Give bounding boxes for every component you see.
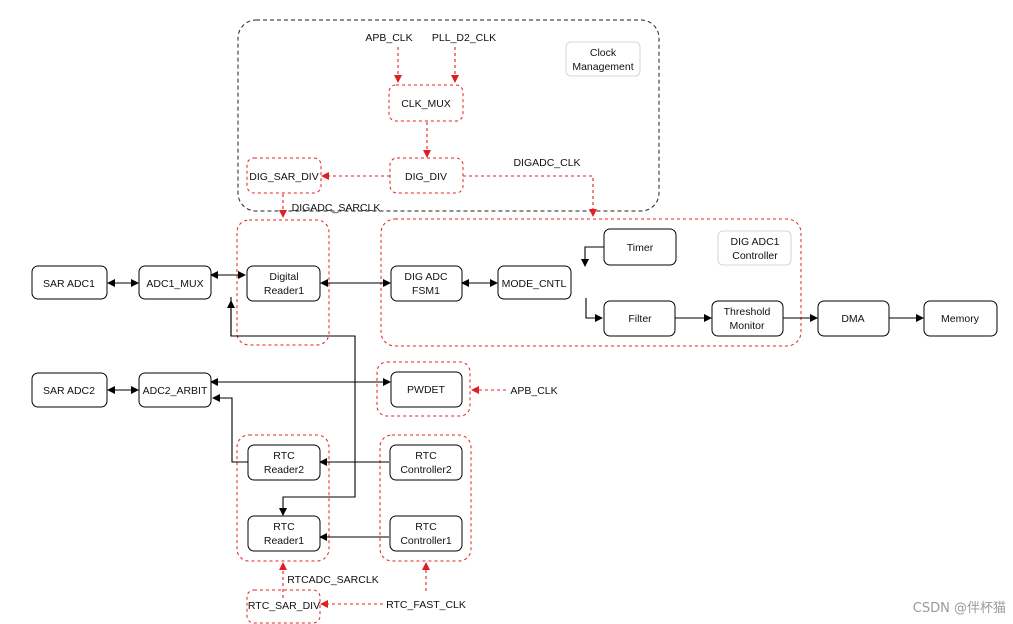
svg-text:Filter: Filter [628, 313, 652, 325]
dig-adc-fsm1-block[interactable]: DIG ADC FSM1 [390, 265, 463, 302]
svg-text:CLK_MUX: CLK_MUX [401, 98, 451, 110]
svg-text:FSM1: FSM1 [412, 285, 440, 297]
rtc-reader1-block[interactable]: RTC Reader1 [247, 515, 321, 552]
pll-d2-clk-label: PLL_D2_CLK [432, 32, 496, 44]
svg-text:Clock: Clock [590, 47, 617, 59]
sar-adc1-block[interactable]: SAR ADC1 [31, 265, 108, 300]
sar-adc2-block[interactable]: SAR ADC2 [31, 372, 108, 408]
svg-text:Reader2: Reader2 [264, 464, 304, 476]
svg-text:PWDET: PWDET [407, 384, 446, 396]
svg-text:Memory: Memory [941, 313, 980, 325]
svg-text:Monitor: Monitor [729, 320, 765, 332]
svg-text:Timer: Timer [627, 242, 654, 254]
rtc-fast-clk-label: RTC_FAST_CLK [386, 599, 466, 611]
svg-text:Management: Management [572, 61, 633, 73]
pwdet-group [376, 361, 471, 417]
svg-text:SAR ADC1: SAR ADC1 [43, 278, 95, 290]
adc2-arbit-block[interactable]: ADC2_ARBIT [138, 372, 212, 408]
svg-text:RTC_SAR_DIV: RTC_SAR_DIV [248, 600, 320, 612]
apb-clk-label: APB_CLK [365, 32, 412, 44]
dig-div-block[interactable]: DIG_DIV [389, 157, 464, 194]
svg-text:DIG_SAR_DIV: DIG_SAR_DIV [249, 171, 318, 183]
watermark: CSDN @伴杯猫 [913, 601, 1006, 616]
svg-text:RTC: RTC [415, 521, 437, 533]
rtc-sar-div-block[interactable]: RTC_SAR_DIV [246, 589, 321, 624]
data-wires [107, 246, 924, 541]
svg-text:DIG_DIV: DIG_DIV [405, 171, 447, 183]
rtc-controller-group [379, 434, 472, 562]
rtcadc-sarclk-label: RTCADC_SARCLK [287, 574, 378, 586]
svg-text:SAR ADC2: SAR ADC2 [43, 385, 95, 397]
svg-text:RTC: RTC [273, 450, 295, 462]
svg-text:RTC: RTC [273, 521, 295, 533]
dig-adc1-controller-label: DIG ADC1 Controller [717, 230, 792, 266]
pwdet-block[interactable]: PWDET [390, 371, 463, 408]
mode-cntl-block[interactable]: MODE_CNTL [497, 265, 572, 300]
digital-reader1-block[interactable]: Digital Reader1 [246, 265, 321, 302]
svg-text:Threshold: Threshold [724, 306, 771, 318]
digital-reader-group [236, 219, 330, 346]
svg-text:Reader1: Reader1 [264, 285, 304, 297]
rtc-reader2-block[interactable]: RTC Reader2 [247, 444, 321, 481]
dig-sar-div-block[interactable]: DIG_SAR_DIV [246, 157, 322, 194]
rtc-controller1-block[interactable]: RTC Controller1 [389, 515, 463, 552]
timer-block[interactable]: Timer [603, 228, 677, 266]
svg-text:MODE_CNTL: MODE_CNTL [502, 278, 567, 290]
apb-clk-pwdet-label: APB_CLK [510, 385, 557, 397]
dma-block[interactable]: DMA [817, 300, 890, 337]
svg-text:Digital: Digital [269, 271, 298, 283]
svg-text:DMA: DMA [841, 313, 864, 325]
threshold-monitor-block[interactable]: Threshold Monitor [711, 300, 784, 337]
svg-text:ADC2_ARBIT: ADC2_ARBIT [143, 385, 208, 397]
svg-text:DIG ADC: DIG ADC [404, 271, 448, 283]
rtc-reader-group [236, 434, 330, 562]
svg-text:Controller: Controller [732, 250, 778, 262]
digadc-sarclk-label: DIGADC_SARCLK [292, 202, 381, 214]
clock-management-group [237, 19, 660, 212]
svg-text:RTC: RTC [415, 450, 437, 462]
adc1-mux-block[interactable]: ADC1_MUX [138, 265, 212, 300]
clock-wires [279, 47, 597, 608]
memory-block[interactable]: Memory [923, 300, 998, 337]
clk-mux-block[interactable]: CLK_MUX [388, 84, 464, 122]
svg-text:DIG ADC1: DIG ADC1 [730, 236, 779, 248]
svg-text:ADC1_MUX: ADC1_MUX [146, 278, 203, 290]
digadc-clk-label: DIGADC_CLK [513, 157, 580, 169]
filter-block[interactable]: Filter [603, 300, 676, 337]
clock-management-label: Clock Management [565, 41, 641, 77]
svg-text:Controller2: Controller2 [400, 464, 452, 476]
svg-text:Reader1: Reader1 [264, 535, 304, 547]
rtc-controller2-block[interactable]: RTC Controller2 [389, 444, 463, 481]
svg-text:Controller1: Controller1 [400, 535, 452, 547]
